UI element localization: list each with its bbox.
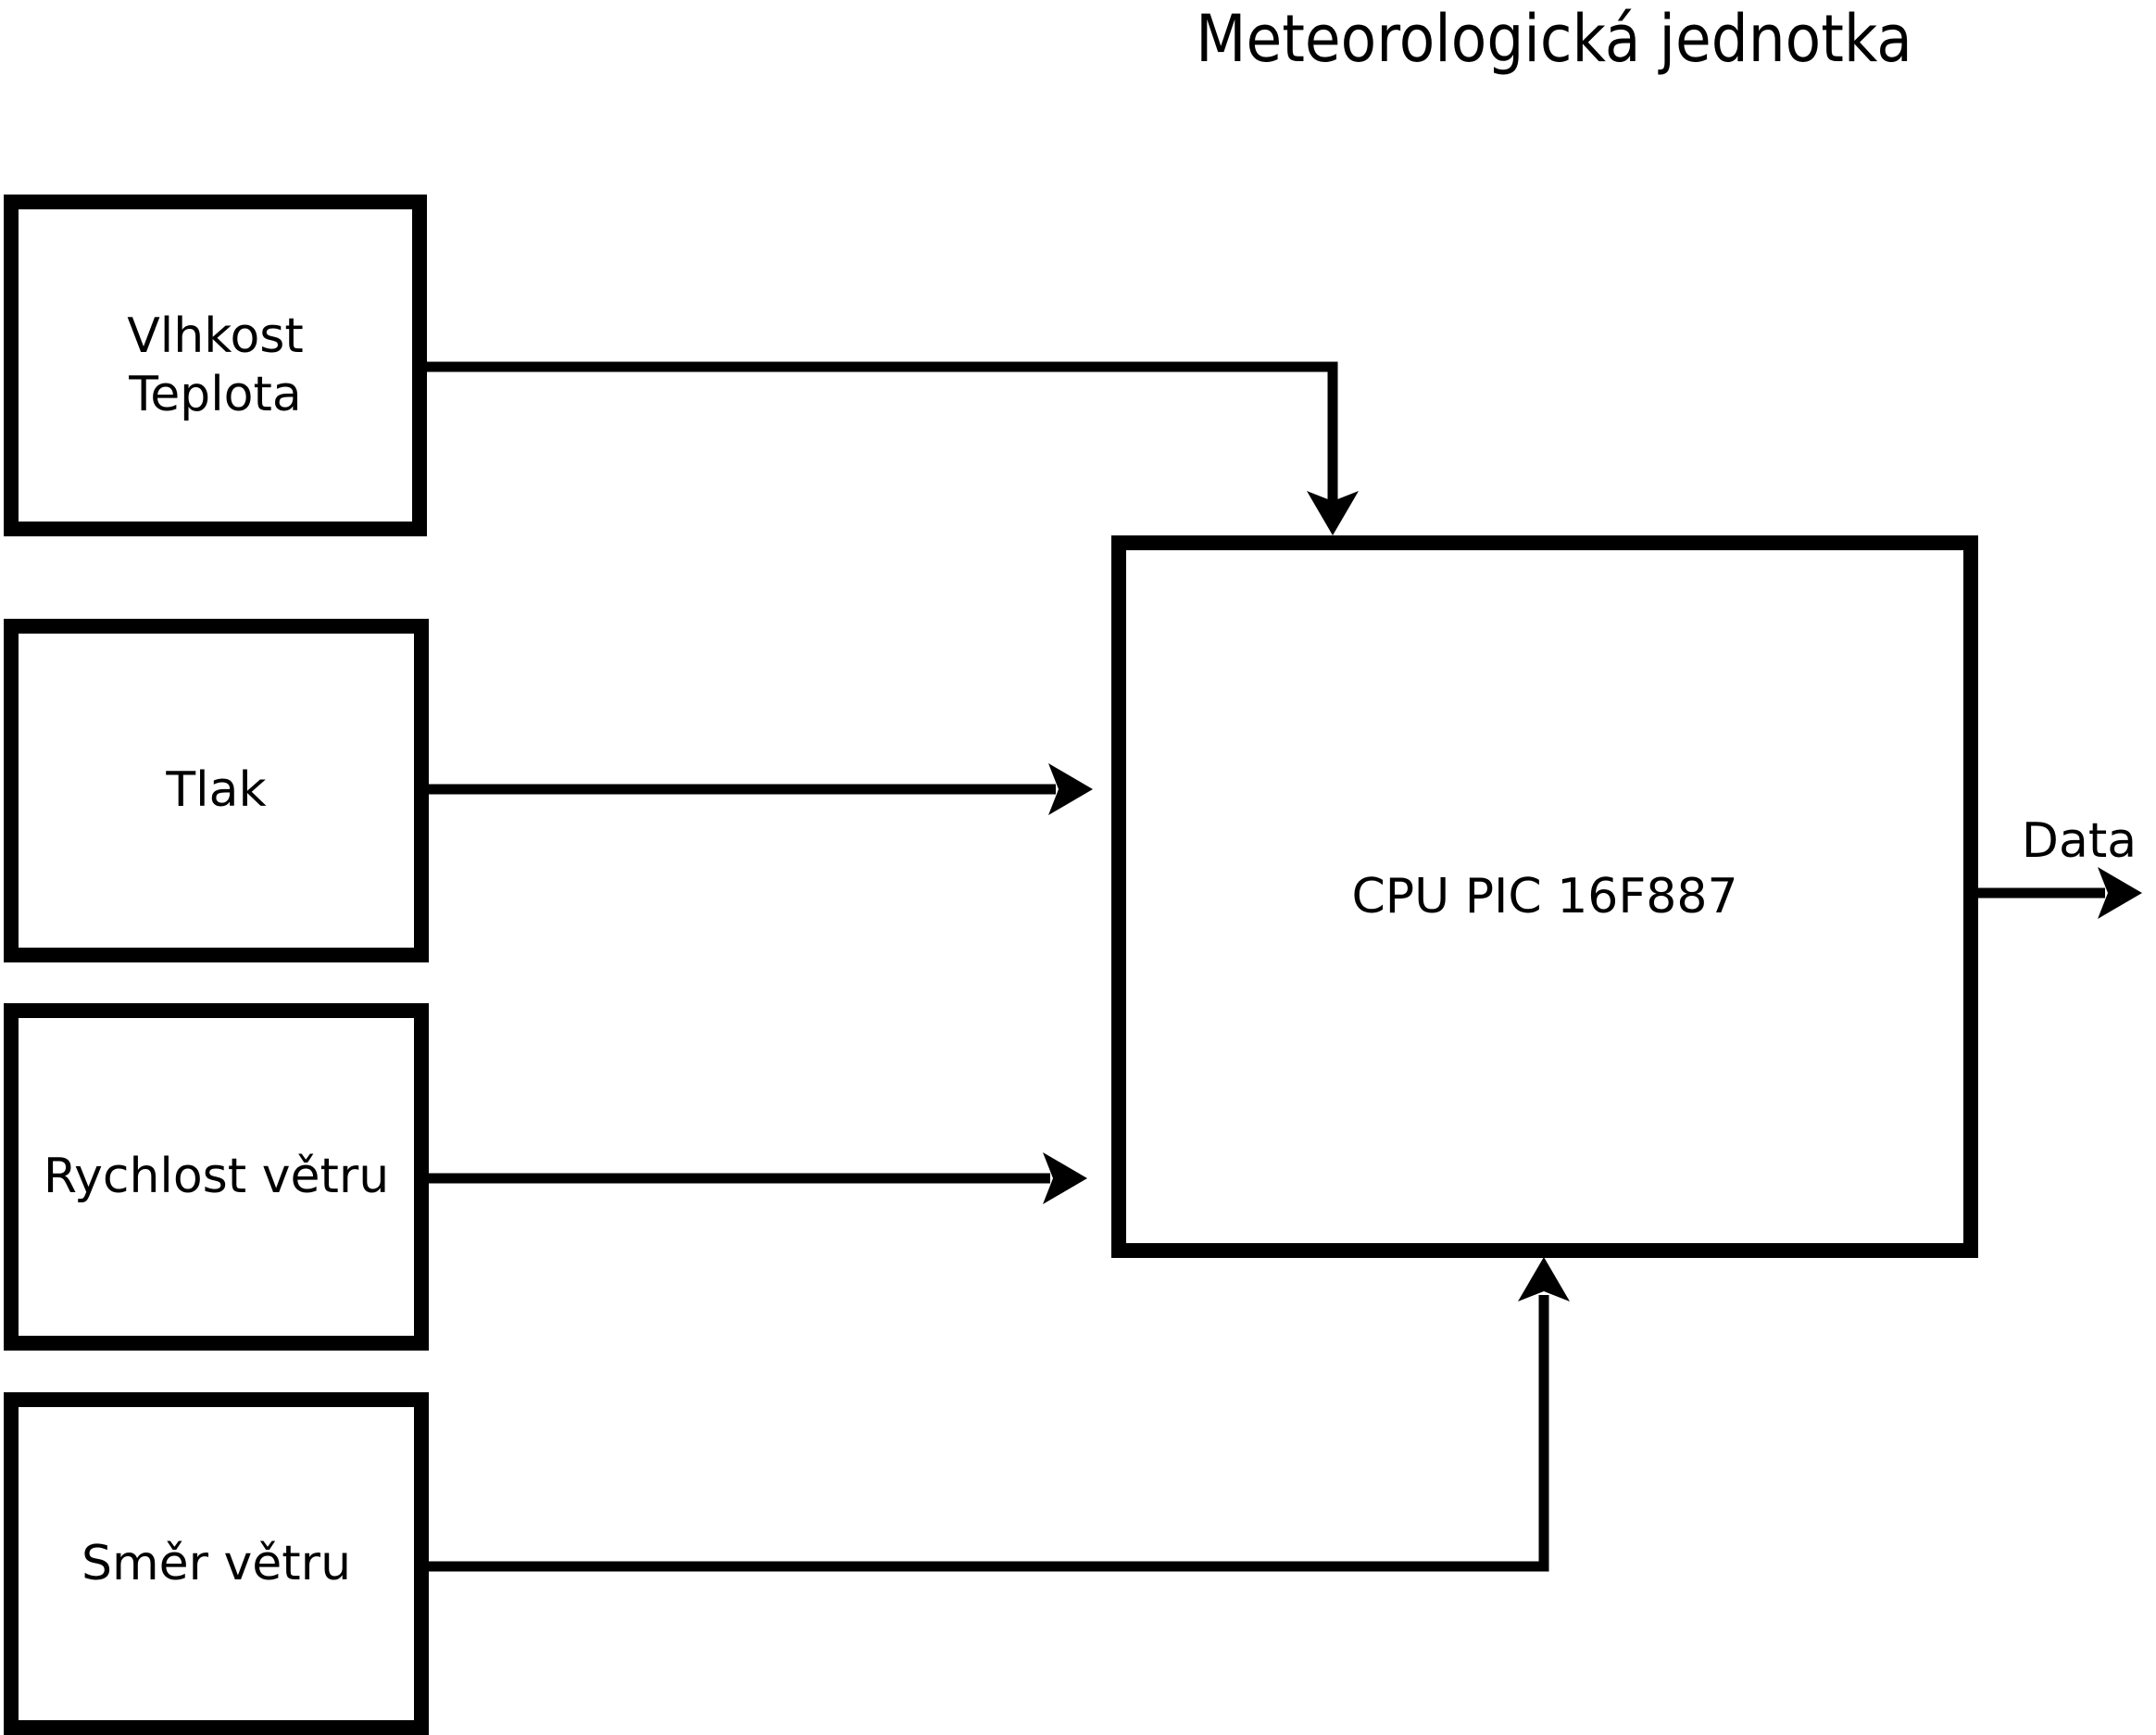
- node-wind-speed-label: Rychlost větru: [43, 1149, 390, 1204]
- arrow-wind-direction-to-cpu-head: [1518, 1257, 1570, 1301]
- arrow-wind-direction-to-cpu: [428, 1257, 1570, 1572]
- node-humidity-temperature: Vlhkost Teplota: [4, 195, 427, 536]
- node-humidity-temperature-label-line2: Teplota: [129, 366, 302, 422]
- node-wind-direction: Směr větru: [4, 1392, 429, 1735]
- arrow-wind-speed-to-cpu: [428, 1152, 1087, 1204]
- arrow-humidity-to-cpu-head: [1307, 491, 1359, 535]
- node-cpu-label: CPU PIC 16F887: [1351, 868, 1738, 924]
- arrow-humidity-to-cpu-line: [425, 361, 1338, 505]
- diagram-title: Meteorologická jednotka: [1196, 1, 1912, 77]
- node-pressure-label: Tlak: [166, 762, 267, 818]
- node-wind-direction-label: Směr větru: [81, 1535, 352, 1591]
- arrow-pressure-to-cpu: [428, 763, 1093, 815]
- node-pressure: Tlak: [4, 619, 429, 962]
- data-output-label: Data: [2021, 813, 2137, 869]
- arrow-humidity-to-cpu: [425, 361, 1359, 535]
- arrow-wind-direction-to-cpu-line: [428, 1295, 1549, 1572]
- arrow-cpu-to-data-head: [2098, 867, 2142, 919]
- node-humidity-temperature-label-line1: Vlhkost: [127, 308, 304, 364]
- node-wind-speed: Rychlost větru: [4, 1003, 429, 1351]
- node-cpu: CPU PIC 16F887: [1111, 535, 1978, 1258]
- arrow-wind-speed-to-cpu-head: [1043, 1152, 1087, 1204]
- arrow-pressure-to-cpu-head: [1048, 763, 1093, 815]
- arrow-cpu-to-data: [1974, 867, 2142, 919]
